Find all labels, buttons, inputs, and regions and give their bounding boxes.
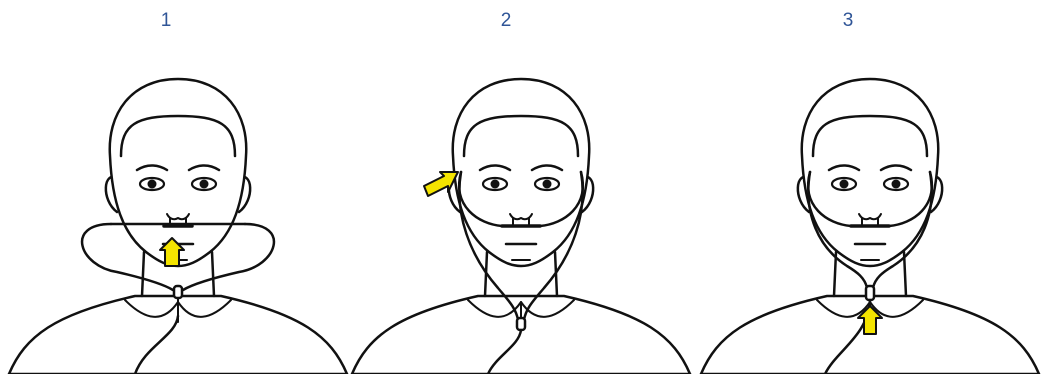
step-number-3: 3 [828,9,868,33]
arrow-diagonal-icon [424,172,458,196]
step-number-1: 1 [146,9,186,33]
step-2-illustration [348,74,696,374]
step-number-2: 2 [486,9,526,33]
step-3-illustration [697,74,1045,374]
step-1-illustration [5,74,353,374]
